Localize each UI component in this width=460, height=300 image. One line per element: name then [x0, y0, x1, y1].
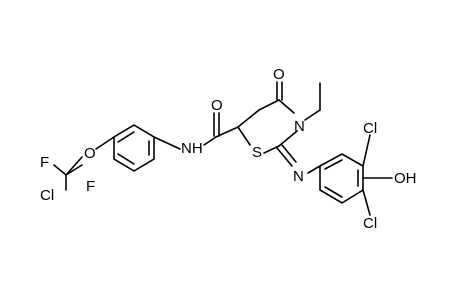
benzene-ring-1-double-a [117, 131, 135, 143]
atom-f-top: F [40, 154, 49, 171]
bond-n-imine-ring [307, 165, 321, 174]
bond-ring-cl-bottom [362, 189, 371, 216]
atom-oh: OH [394, 170, 417, 187]
benzene-ring-2-double-c [324, 186, 343, 198]
bond-c4-n3 [278, 99, 295, 114]
bond-s-c2 [263, 145, 280, 154]
bond-ring-nh [153, 136, 181, 150]
atom-s-ring: S [252, 144, 262, 161]
atom-o-ether: O [84, 145, 96, 162]
atom-cl-top: Cl [363, 120, 377, 137]
bond-ring-cl-top [362, 134, 371, 167]
bond-nh-carbonyl [203, 136, 217, 146]
atom-f-right: F [86, 178, 95, 195]
bond-n3-c2 [278, 130, 298, 147]
atom-n-ring: N [294, 118, 305, 135]
atom-cl-bottom: Cl [363, 215, 377, 232]
benzene-ring-2 [319, 153, 364, 204]
bond-c-f-right [65, 164, 83, 176]
bond-c-f-top [53, 164, 67, 176]
bond-carbonyl-c6 [215, 126, 239, 138]
atom-cl-left: Cl [40, 187, 54, 204]
bond-c6-s [237, 126, 251, 146]
benzene-ring-2-double-a [324, 159, 343, 170]
atom-labels: F O F Cl NH O S O N N Cl OH Cl [40, 66, 417, 232]
bond-c2-n-imine-1 [276, 147, 293, 167]
bond-c5-c4 [258, 99, 280, 111]
bond-c2-n-imine-2 [281, 144, 297, 163]
bond-n3-ethyl [304, 109, 321, 121]
bond-o-ring [95, 136, 115, 150]
bond-lines [53, 81, 393, 216]
bond-c6-c5 [237, 109, 260, 128]
atom-n-imine: N [293, 168, 304, 185]
atom-o-ring-ketone: O [273, 66, 285, 83]
bond-c-o-ether [65, 156, 83, 176]
benzene-ring-1 [113, 124, 155, 172]
atom-o-carbonyl-amide: O [211, 97, 223, 114]
benzene-ring-1-double-c [117, 153, 135, 165]
atom-nh-amide: NH [181, 140, 203, 157]
